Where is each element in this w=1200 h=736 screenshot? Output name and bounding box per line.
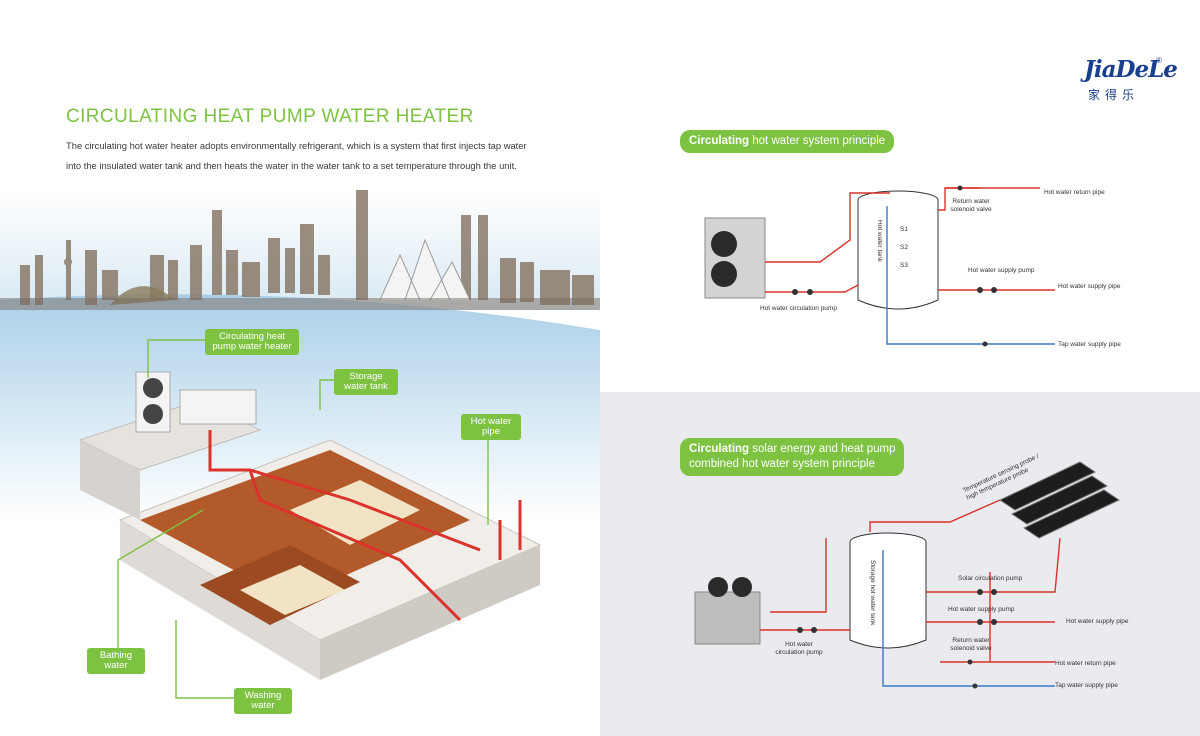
d1-s1: S1: [900, 226, 908, 233]
d2-return-pipe-label: Hot water return pipe: [1055, 660, 1116, 667]
d1-supply-pipe-label: Hot water supply pipe: [1058, 283, 1121, 290]
d2-tap-pipe-label: Tap water supply pipe: [1055, 682, 1118, 689]
intro-paragraph: The circulating hot water heater adopts …: [66, 140, 527, 171]
diagram2-panel: Circulating solar energy and heat pump c…: [600, 392, 1200, 736]
callout-storage: Storage water tank: [334, 369, 398, 395]
diagram2-title-bold: Circulating: [689, 443, 750, 455]
d2-solar-pump-label: Solar circulation pump: [958, 575, 1023, 582]
d2-return-valve-label: Return water solenoid valve: [950, 637, 992, 652]
d1-circ-pump-label: Hot water circulation pump: [760, 305, 837, 312]
d1-s2: S2: [900, 244, 908, 251]
diagram1-title-rest: hot water system principle: [749, 135, 886, 147]
d1-return-valve-label: Return water solenoid valve: [950, 198, 992, 213]
heat-pump-unit: [704, 217, 766, 299]
diagram2-schematic: [694, 461, 1121, 689]
d1-s3: S3: [900, 262, 908, 269]
d1-tank-label: Hot water tank: [876, 220, 883, 262]
callout-washing: Washing water: [234, 688, 292, 714]
logo-chinese: 家得乐: [1088, 88, 1140, 102]
skyline-illustration: [0, 190, 600, 699]
logo-wordmark: JiaDeLe: [1084, 56, 1178, 83]
diagram2-title: Circulating solar energy and heat pump c…: [680, 438, 905, 476]
diagram1-panel: JiaDeLe ® 家得乐 Circulating hot water syst…: [600, 0, 1200, 392]
diagram1-title-bold: Circulating: [689, 135, 750, 147]
left-page: CIRCULATING HEAT PUMP WATER HEATER The c…: [0, 106, 600, 714]
d2-circ-pump-label: Hot water circulation pump: [775, 641, 823, 656]
brand-logo: JiaDeLe ® 家得乐: [1076, 56, 1178, 106]
callout-bathing: Bathing water: [87, 648, 145, 674]
d1-return-pipe-label: Hot water return pipe: [1044, 189, 1105, 196]
page-title: CIRCULATING HEAT PUMP WATER HEATER: [66, 106, 474, 127]
d1-tap-pipe-label: Tap water supply pipe: [1058, 341, 1121, 348]
callout-hot-pipe: Hot water pipe: [461, 414, 521, 440]
d2-supply-pipe-label: Hot water supply pipe: [1066, 618, 1129, 625]
d2-supply-pump-label: Hot water supply pump: [948, 606, 1015, 613]
d1-supply-pump-label: Hot water supply pump: [968, 267, 1035, 274]
diagram1-schematic: [704, 185, 1055, 347]
logo-registered-mark: ®: [1156, 56, 1162, 65]
diagram2-title-line2: combined hot water system principle: [689, 458, 875, 470]
diagram2-title-rest: solar energy and heat pump: [749, 443, 896, 455]
diagram1-title: Circulating hot water system principle: [680, 130, 895, 153]
callout-heater: Circulating heat pump water heater: [205, 329, 299, 355]
d2-tank-label: Storage hot water tank: [869, 560, 876, 626]
